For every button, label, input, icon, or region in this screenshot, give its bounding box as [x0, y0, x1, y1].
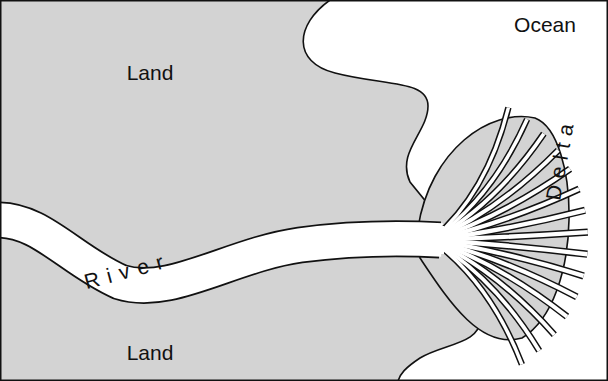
ocean-area — [303, 0, 608, 381]
land-label: Land — [127, 62, 174, 83]
distributary-channels — [426, 108, 588, 365]
channel-banks — [432, 108, 588, 365]
river-mouth — [426, 226, 444, 254]
channel-water — [432, 232, 588, 240]
channel-water — [432, 150, 558, 240]
land-label: Land — [127, 342, 174, 363]
river-water — [0, 220, 442, 286]
channel-water — [432, 240, 522, 364]
ocean-label: Ocean — [514, 14, 576, 35]
